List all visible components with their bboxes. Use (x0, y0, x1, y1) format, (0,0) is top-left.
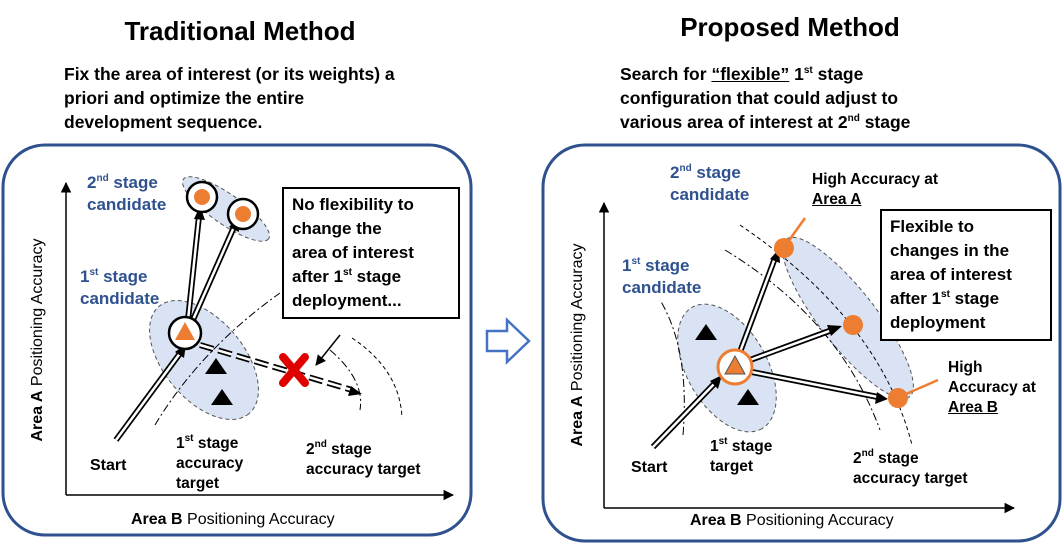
left-y-axis-label: Area A Positioning Accuracy (29, 238, 46, 442)
left-first-stage-target-label: 1st stage accuracy target (176, 433, 244, 493)
left-description: Fix the area of interest (or its weights… (64, 64, 395, 132)
second-stage-target-curve (351, 337, 403, 419)
candidate-triangle (695, 324, 717, 340)
left-first-stage-candidate-label: 1st stage candidate (80, 267, 160, 308)
first-stage-target-line (154, 292, 281, 426)
right-first-stage-candidate-label: 1st stage candidate (622, 256, 702, 297)
right-x-axis-label: Area B Positioning Accuracy (690, 512, 894, 529)
left-note-box: No flexibility to change the area of int… (282, 187, 460, 319)
area-b-optimum-dot (888, 388, 908, 408)
left-second-stage-target-label: 2nd stage accuracy target (306, 439, 421, 479)
left-start-label: Start (90, 457, 127, 474)
left-x-axis-label: Area B Positioning Accuracy (131, 511, 335, 528)
right-start-label: Start (631, 459, 668, 476)
candidate-triangle (737, 389, 759, 405)
right-y-axis-label: Area A Positioning Accuracy (569, 243, 586, 447)
area-a-optimum-dot (774, 238, 794, 258)
middle-optimum-dot (843, 315, 863, 335)
right-second-stage-candidate-label: 2nd stage candidate (670, 163, 750, 204)
right-note-box: Flexible to changes in the area of inter… (880, 209, 1052, 341)
right-first-stage-target-label: 1st stage target (710, 436, 773, 476)
left-panel-frame (1, 143, 473, 537)
right-panel-frame (541, 143, 1062, 543)
high-accuracy-area-b-label: High Accuracy at Area B (948, 359, 1036, 416)
red-x-icon (279, 353, 309, 387)
left-second-stage-candidate-label: 2nd stage candidate (87, 173, 167, 214)
candidate-triangle (205, 358, 227, 374)
candidate-triangle (211, 389, 233, 405)
right-plot (598, 201, 1016, 514)
left-panel-title: Traditional Method (124, 16, 356, 46)
high-accuracy-area-a-label: High Accuracy at Area A (812, 171, 939, 208)
right-second-stage-target-label: 2nd stage accuracy target (853, 448, 968, 488)
right-description: Search for “flexible” 1st stage configur… (620, 64, 911, 132)
right-outline-arrow-icon (485, 317, 531, 365)
right-panel-title: Proposed Method (680, 12, 900, 42)
left-plot (60, 176, 455, 501)
